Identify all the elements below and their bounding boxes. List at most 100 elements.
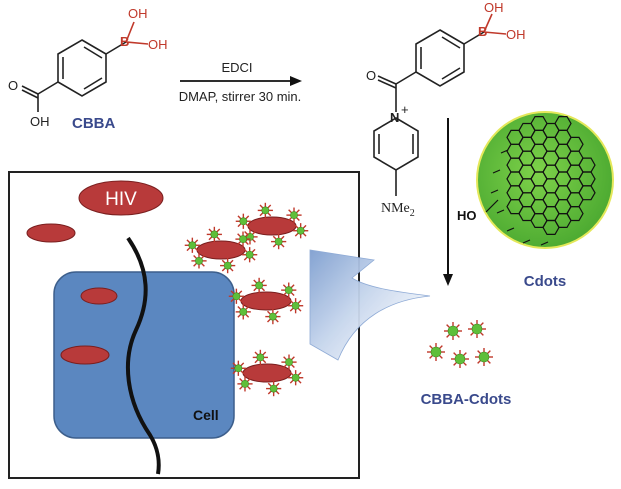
dimethylamino-group: NMe2 [381,201,415,219]
cdot-core [290,211,298,220]
cdot-core [232,292,241,301]
cbba-benzene-ring [57,39,107,97]
cdot-core [285,358,293,367]
hydroxyl-bond [540,241,549,246]
functionalized-cdot [293,223,309,239]
cdot-core [454,353,466,365]
cdot-core [274,237,283,246]
graphene-hexagon [542,219,560,235]
functionalized-cdot [281,282,297,298]
functionalized-cdot [288,298,304,314]
functionalized-cdot [475,348,493,366]
functionalized-cdot [468,320,486,338]
intermediate-double-bond [441,36,461,49]
cdot-core [291,373,300,382]
cbba-c-b-bond [105,41,127,55]
cdot-sphere [476,111,614,249]
intermediate-carbonyl-bond [377,75,397,85]
functionalized-cdot [288,370,304,386]
cbba-carbonyl-bond [21,85,39,95]
functionalized-cdot [281,354,297,370]
hiv-virion [26,223,76,243]
cdot-core [430,346,442,358]
cdot-core [239,235,247,244]
cdot-core [478,351,490,363]
cdot-ho-label: HO [457,208,477,223]
intermediate-c-carbonyl-bond [395,71,417,85]
functionalized-cdot [230,360,246,376]
cdot-core [234,364,243,373]
cdot-core [239,217,248,226]
reaction-arrow [180,76,302,86]
intermediate-c-b-bond [463,31,485,45]
intermediate-carbonyl-bond [377,79,397,89]
cbba-b-oh-bond [125,21,135,43]
cdot-core [296,226,305,235]
functionalized-cdot [251,277,267,293]
cbba-carbonyl-o: O [8,78,18,93]
functionalized-cdot [235,304,251,320]
cdot-core [241,379,249,388]
functionalized-cdot [237,376,253,392]
functionalized-cdot [206,226,222,242]
hydroxyl-bond [496,209,505,214]
pyridinium-ring [373,117,419,171]
pyridinium-charge: + [401,102,409,117]
functionalized-cdot [265,309,281,325]
cbba-oh-bottom: OH [30,114,50,129]
cdot-graphene [476,111,614,249]
cdot-core [291,301,300,310]
cbba-carbonyl-bond [21,89,39,99]
cell-label: Cell [193,407,219,423]
functionalized-cdot [252,349,268,365]
cdot-core [261,206,270,215]
bound-virions [184,202,309,397]
reagent-edci: EDCI [221,60,252,75]
hiv-label: HIV [105,189,137,210]
intermediate-boron-atom: B [478,24,487,39]
reagent-conditions: DMAP, stirrer 30 min. [179,89,302,104]
intermediate-molecule [373,13,507,196]
cdot-core [447,325,459,337]
cbba-b-oh-bond [125,41,149,45]
intermediate-double-bond [441,67,461,80]
cbba-cdots-label: CBBA-Cdots [421,391,512,408]
functionalized-cdot [191,253,207,269]
functionalized-cdot [427,343,445,361]
cbba-oh-right: OH [148,37,168,52]
cdot-core [195,256,203,265]
cdot-core [239,307,248,316]
cdot-core [284,286,293,295]
functionalized-cdot [235,213,251,229]
functionalized-cdot [444,322,462,340]
functionalized-cdot [184,237,200,253]
binding-curved-arrow [309,249,431,361]
cdot-core [188,241,197,250]
cdot-core [471,323,483,335]
cdot-core [210,230,219,239]
cbba-boron-atom: B [120,34,129,49]
cbba-double-bond [83,46,103,59]
cbba-double-bond [83,77,103,90]
graphene-lattice [485,115,596,246]
hiv-virion-large [78,180,164,216]
cbba-c-carboxyl-bond [37,81,59,95]
cbba-cdots-particles [427,320,493,368]
cbba-molecule [21,21,149,112]
intermediate-oh-top: OH [484,0,504,15]
cdot-core [269,384,278,393]
hydroxyl-bond [522,239,531,244]
intermediate-b-oh-bond [483,13,493,33]
cdot-core [255,281,264,290]
hiv-virion [80,287,118,305]
functionalized-cdot [220,258,236,274]
graphene-hexagon [566,206,584,222]
functionalized-cdot [257,202,273,218]
intermediate-benzene-ring [415,29,465,87]
hydroxyl-bond [492,169,501,174]
functionalized-cdot [451,350,469,368]
vertical-arrow [443,118,453,286]
functionalized-cdot [271,234,287,250]
